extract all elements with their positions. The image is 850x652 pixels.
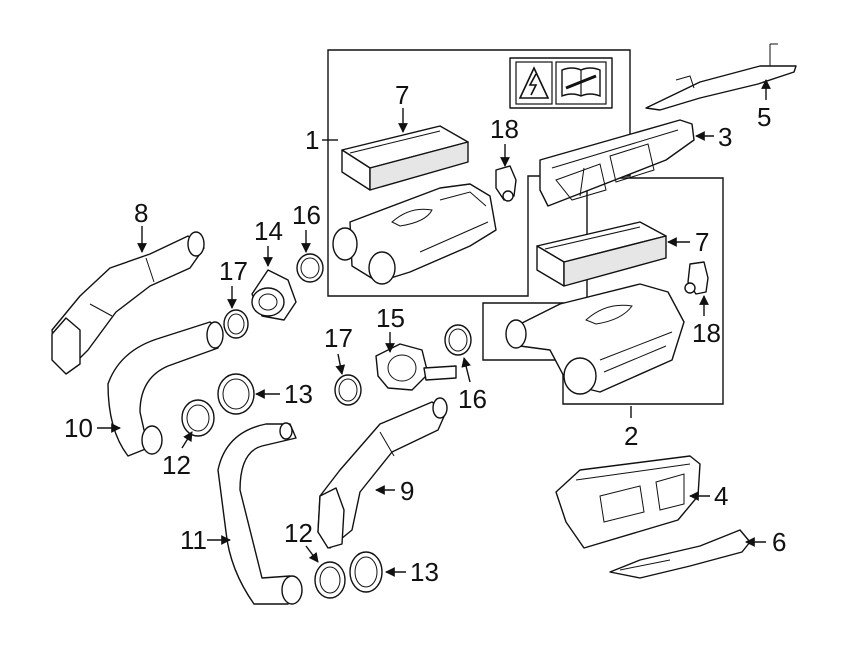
air-cleaner-housing-lower [505, 283, 685, 395]
shield-plate-5 [645, 43, 797, 111]
callout-6: 6 [772, 527, 786, 557]
intake-tube-10 [107, 321, 224, 457]
callout-16-upper: 16 [292, 200, 321, 230]
coupling-12-upper [181, 399, 215, 437]
callout-8: 8 [134, 198, 148, 228]
callout-5: 5 [757, 102, 771, 132]
service-manual-icon [555, 61, 607, 105]
air-filter-element-lower [536, 221, 667, 287]
callout-3: 3 [718, 122, 732, 152]
callout-17-upper: 17 [219, 256, 248, 286]
callout-10: 10 [64, 413, 93, 443]
sensor-lower [684, 261, 709, 295]
callout-12-lower: 12 [284, 518, 313, 548]
callout-13-upper: 13 [284, 379, 313, 409]
shield-plate-6 [609, 529, 751, 579]
callout-4: 4 [714, 481, 728, 511]
intake-duct-9 [317, 397, 448, 549]
air-cleaner-housing-upper [332, 183, 497, 285]
intake-tube-11 [217, 422, 303, 605]
callout-7-lower: 7 [695, 227, 709, 257]
clamp-13-lower [349, 551, 383, 593]
mass-airflow-sensor-15 [375, 343, 457, 391]
clamp-16-lower [444, 324, 472, 356]
callout-17-lower: 17 [324, 323, 353, 353]
warning-label [509, 57, 613, 109]
callout-18-upper: 18 [490, 114, 519, 144]
clamp-17-lower [334, 374, 362, 406]
callout-13-lower: 13 [410, 557, 439, 587]
assembly-box-1 [327, 49, 631, 297]
callout-12-upper: 12 [162, 450, 191, 480]
callout-14: 14 [254, 216, 283, 246]
electrical-warning-icon [515, 61, 553, 105]
intake-cover-3 [539, 119, 695, 207]
callout-7-upper: 7 [395, 80, 409, 110]
mass-airflow-sensor-14 [251, 269, 297, 321]
callout-11: 11 [180, 525, 207, 555]
callout-18-lower: 18 [692, 318, 721, 348]
clamp-13-upper [217, 373, 255, 415]
callout-2: 2 [624, 421, 638, 451]
clamp-17-upper [223, 309, 249, 339]
coupling-12-lower [314, 561, 346, 599]
callout-1: 1 [305, 125, 319, 155]
callout-15: 15 [376, 303, 405, 333]
intake-cover-4 [555, 455, 701, 549]
leader-lines [97, 79, 771, 577]
callout-16-lower: 16 [458, 384, 487, 414]
clamp-16-upper [296, 253, 324, 283]
sensor-upper [495, 165, 517, 202]
air-filter-element-upper [341, 125, 469, 191]
intake-duct-8 [51, 231, 205, 375]
callout-9: 9 [400, 476, 414, 506]
